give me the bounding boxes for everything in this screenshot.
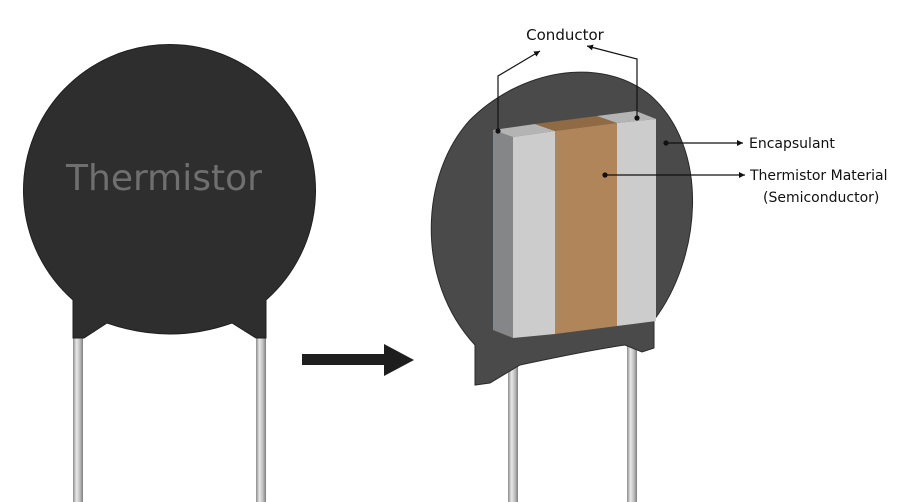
material-label-line1: Thermistor Material [749, 168, 888, 184]
conductor-side-face [493, 130, 513, 338]
material-top [535, 116, 617, 131]
conductor-front-right [617, 119, 656, 326]
conductor-callout-right [586, 44, 638, 118]
material-front [555, 123, 617, 334]
left-thermistor-body [23, 44, 316, 339]
conductor-top-left [493, 124, 555, 137]
conductor-label: Conductor [526, 26, 604, 44]
right-thermistor [430, 71, 694, 502]
thermistor-body-label: Thermistor [65, 158, 262, 199]
encapsulant-label: Encapsulant [749, 136, 835, 152]
left-lead-right [256, 336, 266, 502]
thermistor-chip [493, 111, 656, 338]
material-label-line2: (Semiconductor) [763, 190, 879, 206]
right-lead-right [627, 320, 637, 502]
conductor-callout-left [497, 50, 541, 131]
conductor-top-right [597, 111, 656, 123]
right-lead-left [508, 335, 518, 502]
conductor-front-left [513, 131, 555, 338]
left-thermistor: Thermistor [23, 44, 316, 502]
transition-arrow-icon [302, 344, 414, 376]
left-lead-left [73, 336, 83, 502]
callouts [495, 44, 745, 178]
